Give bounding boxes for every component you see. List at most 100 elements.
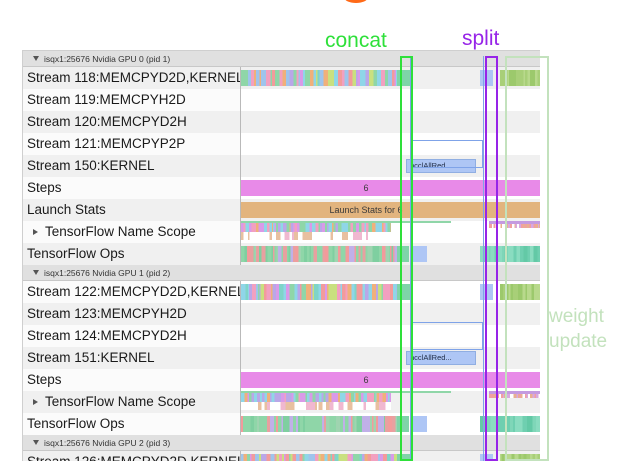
timeline-track[interactable] xyxy=(241,221,540,243)
timeline-row-label-text: Stream 126:MEMCPYD2D,KERNEL,MI xyxy=(27,454,240,461)
timeline-row-label-text: Launch Stats xyxy=(27,202,106,217)
chevron-down-icon xyxy=(33,270,39,275)
timeline-row-label-text: Steps xyxy=(27,180,62,195)
event-blocks[interactable] xyxy=(241,70,406,86)
event-blocks[interactable] xyxy=(241,392,391,402)
event-blocks[interactable] xyxy=(500,70,540,86)
timeline-row[interactable]: TensorFlow Name Scope xyxy=(23,391,540,413)
timeline-track[interactable]: ncclAllRed... xyxy=(241,347,540,369)
event-blocks[interactable] xyxy=(410,416,427,432)
timeline-row-label: Stream 118:MEMCPYD2D,KERNEL,ME xyxy=(23,67,241,89)
event-blocks[interactable] xyxy=(397,70,411,86)
timeline-row[interactable]: Stream 120:MEMCPYD2H xyxy=(23,111,540,133)
timeline-track[interactable] xyxy=(241,243,540,265)
annotation-concat: concat xyxy=(325,29,387,52)
timeline-row[interactable]: Stream 118:MEMCPYD2D,KERNEL,ME xyxy=(23,67,540,89)
event-blocks[interactable] xyxy=(489,394,540,398)
timeline-track[interactable] xyxy=(241,89,540,111)
annotation-split: split xyxy=(462,27,500,50)
event-blocks[interactable] xyxy=(241,454,406,461)
chevron-right-icon[interactable] xyxy=(33,399,38,405)
timeline-row[interactable]: Stream 119:MEMCPYH2D xyxy=(23,89,540,111)
event-blocks[interactable] xyxy=(241,246,397,262)
event-blocks[interactable] xyxy=(241,284,406,300)
timeline-track[interactable] xyxy=(241,303,540,325)
timeline-row[interactable]: Stream 124:MEMCPYD2H xyxy=(23,325,540,347)
timeline-track[interactable] xyxy=(241,281,540,303)
event-blocks[interactable] xyxy=(241,402,391,410)
timeline-track[interactable]: 6 xyxy=(241,177,540,199)
event-blocks[interactable] xyxy=(500,284,540,300)
timeline-track[interactable] xyxy=(241,391,540,413)
group-header[interactable]: isqx1:25676 Nvidia GPU 2 (pid 3) xyxy=(23,435,540,451)
event-blocks[interactable] xyxy=(500,454,540,461)
timeline-row[interactable]: TensorFlow Name Scope xyxy=(23,221,540,243)
timeline-row-label-text: TensorFlow Ops xyxy=(27,246,125,261)
timeline-row[interactable]: Steps 6 xyxy=(23,369,540,391)
timeline-track[interactable] xyxy=(241,133,540,155)
group-header[interactable]: isqx1:25676 Nvidia GPU 1 (pid 2) xyxy=(23,265,540,281)
event-blocks[interactable] xyxy=(241,221,451,223)
timeline-row[interactable]: Stream 121:MEMCPYP2P xyxy=(23,133,540,155)
timeline-row[interactable]: Stream 123:MEMCPYH2D xyxy=(23,303,540,325)
timeline-row-label: Steps xyxy=(23,369,241,391)
timeline-track[interactable]: ncclAllRed... xyxy=(241,155,540,177)
nccl-allreduce-event[interactable]: ncclAllRed... xyxy=(406,159,476,173)
event-blocks[interactable] xyxy=(241,222,391,232)
timeline-row-label-text: Stream 121:MEMCPYP2P xyxy=(27,136,186,151)
launch-stats-bar[interactable] xyxy=(241,202,540,218)
timeline-row-label-text: Stream 118:MEMCPYD2D,KERNEL,ME xyxy=(27,70,241,85)
timeline-row[interactable]: Stream 122:MEMCPYD2D,KERNEL,MI xyxy=(23,281,540,303)
steps-bar[interactable] xyxy=(241,180,540,196)
group-header[interactable]: isqx1:25676 Nvidia GPU 0 (pid 1) xyxy=(23,51,540,67)
timeline-row[interactable]: Stream 126:MEMCPYD2D,KERNEL,MI xyxy=(23,451,540,461)
timeline-track[interactable] xyxy=(241,325,540,347)
event-blocks[interactable] xyxy=(397,454,411,461)
timeline-row-label-text: TensorFlow Name Scope xyxy=(45,224,196,239)
timeline-track[interactable] xyxy=(241,111,540,133)
timeline-row-label: TensorFlow Name Scope xyxy=(23,221,241,243)
event-blocks[interactable] xyxy=(397,284,411,300)
timeline-row-label-text: Stream 122:MEMCPYD2D,KERNEL,MI xyxy=(27,284,241,299)
timeline-row-label: Stream 121:MEMCPYP2P xyxy=(23,133,241,155)
event-blocks[interactable] xyxy=(480,70,493,86)
event-blocks[interactable] xyxy=(397,246,409,262)
timeline-row[interactable]: Launch Stats Launch Stats for 6 xyxy=(23,199,540,221)
event-blocks[interactable] xyxy=(480,416,540,432)
event-blocks[interactable] xyxy=(397,416,409,432)
launch-stats-bar-label: Launch Stats for 6 xyxy=(329,205,403,215)
event-blocks[interactable] xyxy=(489,221,540,224)
steps-bar-label: 6 xyxy=(363,183,369,193)
timeline-row[interactable]: Steps 6 xyxy=(23,177,540,199)
event-blocks[interactable] xyxy=(489,391,540,394)
event-blocks[interactable] xyxy=(241,232,391,240)
event-blocks[interactable] xyxy=(410,246,427,262)
timeline-row-label-text: Stream 123:MEMCPYH2D xyxy=(27,306,187,321)
event-blocks[interactable] xyxy=(489,224,540,228)
timeline-row[interactable]: TensorFlow Ops xyxy=(23,243,540,265)
timeline-track[interactable] xyxy=(241,413,540,435)
event-blocks[interactable] xyxy=(480,284,493,300)
steps-bar-label: 6 xyxy=(363,375,369,385)
event-blocks[interactable] xyxy=(241,391,451,393)
timeline-track[interactable]: Launch Stats for 6 xyxy=(241,199,540,221)
event-blocks[interactable] xyxy=(480,454,493,461)
timeline-row-label: TensorFlow Name Scope xyxy=(23,391,241,413)
trace-viewer-panel[interactable]: isqx1:25676 Nvidia GPU 0 (pid 1) Stream 1… xyxy=(22,50,540,461)
timeline-row-label-text: Stream 119:MEMCPYH2D xyxy=(27,92,186,107)
nccl-allreduce-event[interactable]: ncclAllRed... xyxy=(406,351,476,365)
chevron-right-icon[interactable] xyxy=(33,229,38,235)
timeline-track[interactable]: 6 xyxy=(241,369,540,391)
steps-bar[interactable] xyxy=(241,372,540,388)
timeline-track[interactable] xyxy=(241,67,540,89)
timeline-row-label: Launch Stats xyxy=(23,199,241,221)
timeline-row-label-text: Steps xyxy=(27,372,62,387)
timeline-row-label: Stream 123:MEMCPYH2D xyxy=(23,303,241,325)
timeline-row[interactable]: TensorFlow Ops xyxy=(23,413,540,435)
event-blocks[interactable] xyxy=(480,246,540,262)
event-blocks[interactable] xyxy=(241,416,397,432)
timeline-track[interactable] xyxy=(241,451,540,461)
